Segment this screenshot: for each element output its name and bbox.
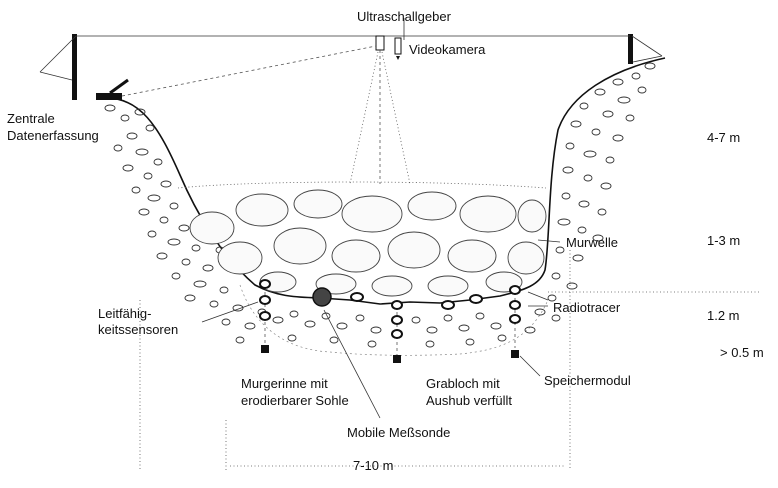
- label-central-data-line1: Zentrale: [7, 111, 55, 126]
- sensor-column-middle: [392, 300, 402, 363]
- data-logger: [96, 80, 128, 100]
- dimension-depth: > 0.5 m: [720, 345, 764, 360]
- label-debris-flow-wave: Murwelle: [566, 235, 618, 250]
- dimension-width: 7-10 m: [353, 458, 393, 473]
- label-storage-module: Speichermodul: [544, 373, 631, 388]
- label-conductivity-line1: Leitfähig-: [98, 306, 151, 321]
- bed-pebbles: [258, 309, 506, 347]
- label-pit-line2: Aushub verfüllt: [426, 393, 512, 408]
- ultrasonic-sensor: [350, 36, 410, 184]
- dimension-bed-height: 1.2 m: [707, 308, 740, 323]
- sensor-column-right: [510, 286, 520, 358]
- label-channel-line2: erodierbarer Sohle: [241, 393, 349, 408]
- dimension-upper-height: 4-7 m: [707, 130, 740, 145]
- debris-flow-wave: [178, 182, 546, 296]
- label-radiotracer: Radiotracer: [553, 300, 621, 315]
- channel-bank-profile: [98, 58, 665, 304]
- left-mast: [72, 34, 77, 100]
- data-cable: [122, 46, 376, 96]
- right-bank-pebbles: [525, 63, 655, 333]
- mobile-probe-icon: [313, 288, 331, 306]
- right-mast: [628, 34, 633, 64]
- label-channel-line1: Murgerinne mit: [241, 376, 328, 391]
- label-pit-line1: Grabloch mit: [426, 376, 500, 391]
- label-conductivity-line2: keitssensoren: [98, 322, 178, 337]
- video-camera: [395, 38, 401, 60]
- label-central-data-line2: Datenerfassung: [7, 128, 99, 143]
- label-video-camera: Videokamera: [409, 42, 486, 57]
- label-ultrasonic-sensor: Ultraschallgeber: [357, 9, 452, 24]
- dimension-flow-height: 1-3 m: [707, 233, 740, 248]
- label-mobile-probe: Mobile Meßsonde: [347, 425, 450, 440]
